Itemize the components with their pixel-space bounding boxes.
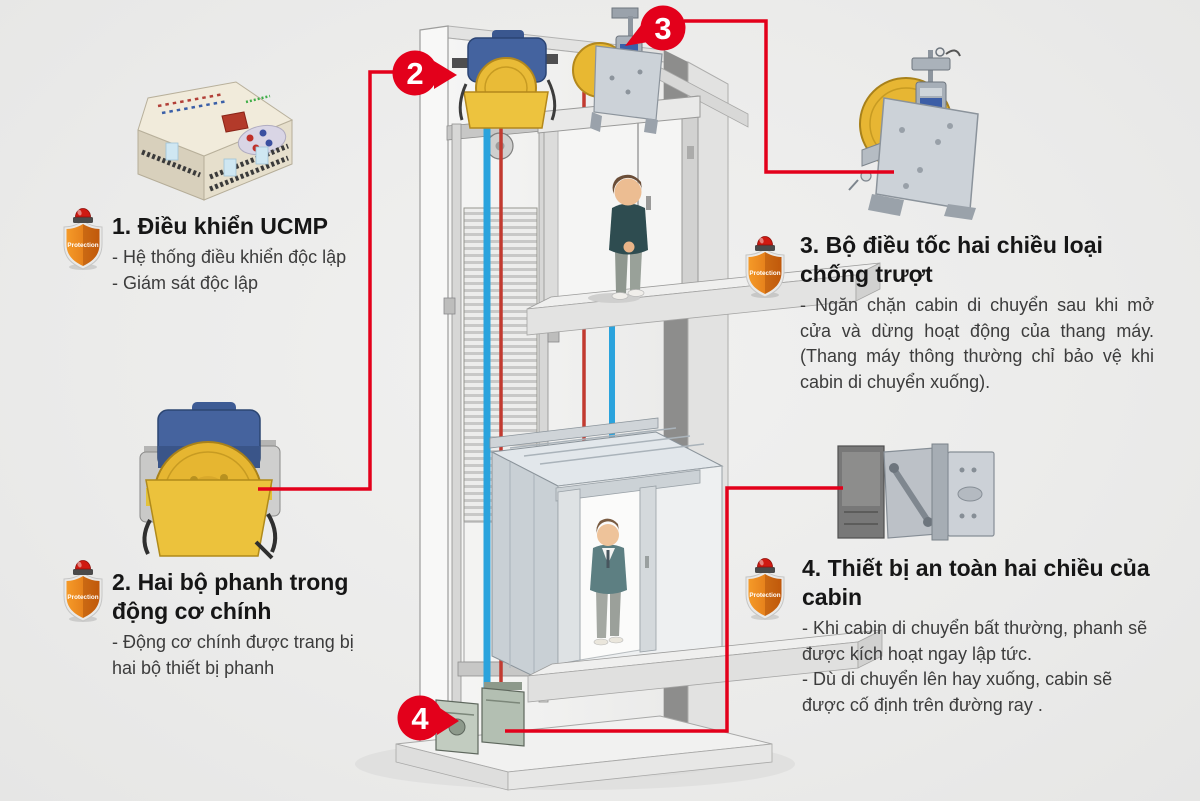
person-upper-landing bbox=[588, 174, 648, 303]
callout-bubble-3: 3 bbox=[625, 5, 686, 51]
callout-number-3: 3 bbox=[654, 11, 671, 46]
siren-icon bbox=[757, 236, 773, 246]
connector-line-4 bbox=[505, 486, 843, 733]
call-button-panel bbox=[687, 146, 694, 159]
callout-bubbles: 2 3 4 bbox=[392, 5, 686, 741]
siren-icon bbox=[75, 560, 91, 570]
callout-bubble-2: 2 bbox=[392, 50, 457, 96]
door-handle bbox=[646, 196, 651, 210]
callout-block-ucmp: 1. Điều khiển UCMP - Hệ thống điều khiển… bbox=[112, 212, 412, 296]
person-in-cabin bbox=[590, 518, 627, 646]
callout-heading-4: 4. Thiết bị an toàn hai chiều của cabin bbox=[802, 555, 1150, 610]
lower-floor-slab bbox=[527, 629, 883, 703]
traction-machine-on-shaft bbox=[452, 30, 558, 129]
safety-gear-photo bbox=[837, 443, 995, 541]
protection-shield-icon-4: Protection bbox=[745, 558, 785, 620]
callout-heading-3: 3. Bộ điều tốc hai chiều loại chống trượ… bbox=[800, 232, 1103, 287]
callout-bullet-4-1: - Khi cabin di chuyển bất thường, phanh … bbox=[802, 618, 1148, 664]
callout-bullet-1-1: - Hệ thống điều khiển độc lập bbox=[112, 247, 347, 267]
callout-connector-lines bbox=[258, 19, 894, 733]
protection-shield-icon-1: Protection bbox=[63, 208, 103, 270]
callout-block-safety-gear: 4. Thiết bị an toàn hai chiều của cabin … bbox=[802, 554, 1154, 718]
callout-bullet-3-1: - Ngăn chặn cabin di chuyển sau khi mở c… bbox=[800, 295, 1154, 392]
governor-photo bbox=[848, 47, 979, 220]
callout-block-governor: 3. Bộ điều tốc hai chiều loại chống trượ… bbox=[800, 231, 1154, 395]
shield-label-4: Protection bbox=[749, 592, 780, 599]
shield-label-1: Protection bbox=[67, 242, 98, 249]
ucmp-controller-photo bbox=[137, 81, 294, 201]
protection-shield-icons: Protection Protection Protecti bbox=[63, 208, 785, 622]
callout-heading-1: 1. Điều khiển UCMP bbox=[112, 213, 328, 239]
callout-bubble-4: 4 bbox=[397, 695, 459, 741]
shield-label-3: Protection bbox=[749, 270, 780, 277]
siren-icon bbox=[75, 208, 91, 218]
protection-shield-icon-3: Protection bbox=[745, 236, 785, 298]
callout-heading-2: 2. Hai bộ phanh trong động cơ chính bbox=[112, 569, 349, 624]
callout-block-brakes: 2. Hai bộ phanh trong động cơ chính - Độ… bbox=[112, 568, 394, 681]
cabin-door-handle bbox=[645, 556, 649, 568]
traction-motor-photo bbox=[139, 402, 281, 560]
callout-bullet-1-2: - Giám sát độc lập bbox=[112, 272, 259, 293]
callout-bullet-2-1: - Động cơ chính được trang bị hai bộ thi… bbox=[112, 632, 354, 678]
connector-line-3 bbox=[684, 19, 894, 174]
callout-number-2: 2 bbox=[406, 56, 423, 91]
callout-bullet-4-2: - Dù di chuyển lên hay xuống, cabin sẽ đ… bbox=[802, 669, 1113, 715]
siren-icon bbox=[757, 558, 773, 568]
protection-shield-icon-2: Protection bbox=[63, 560, 103, 622]
shield-label-2: Protection bbox=[67, 594, 98, 601]
governor-on-shaft bbox=[572, 7, 663, 134]
connector-line-2 bbox=[258, 70, 395, 491]
callout-number-4: 4 bbox=[411, 701, 429, 736]
